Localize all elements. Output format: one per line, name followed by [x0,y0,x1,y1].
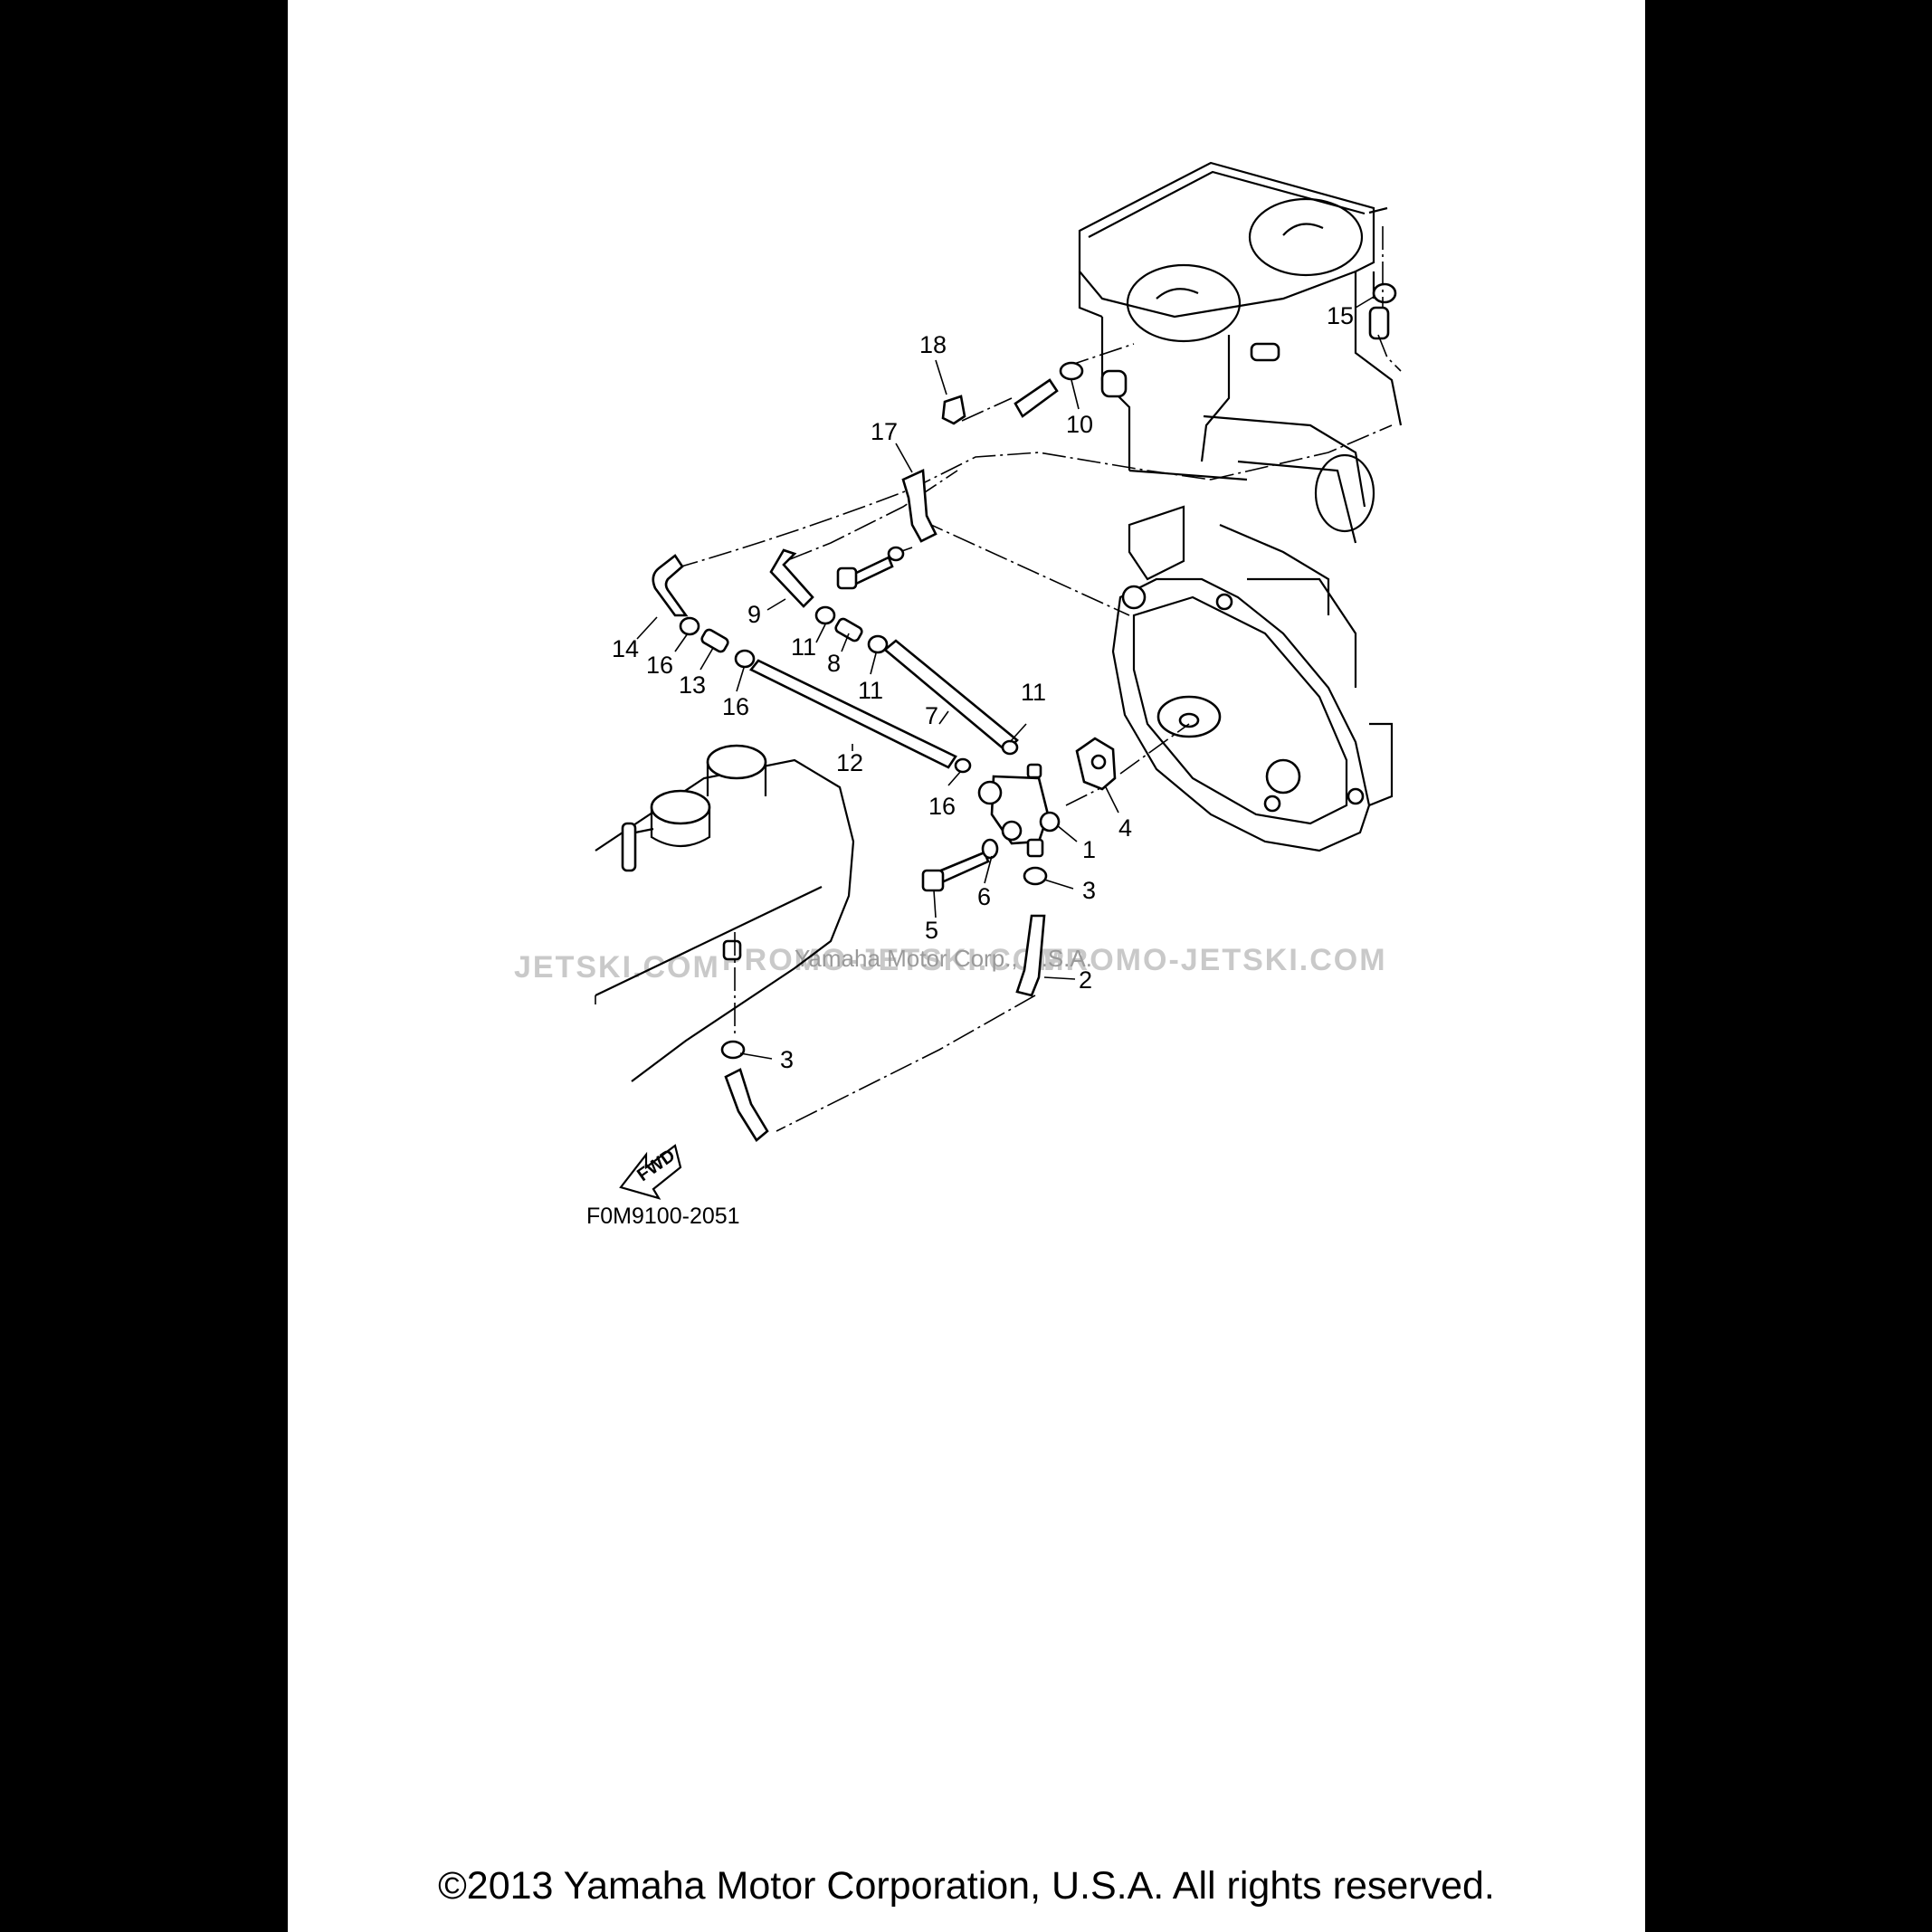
callout-6: 6 [977,883,991,910]
fwd-arrow-icon: FWD [619,1144,682,1200]
callout-9: 9 [747,601,761,628]
hoses [652,378,1059,1142]
callout-5: 5 [925,917,938,944]
callout-12: 12 [836,749,863,776]
callout-7: 7 [925,702,938,729]
callout-11-right: 11 [1021,679,1046,706]
callout-1: 1 [1082,836,1096,863]
engine-block [1078,161,1403,615]
callout-15: 15 [1327,302,1354,329]
watermark-promo-2: PROMO-JETSKI.COM [1043,943,1387,977]
watermark-jetski: JETSKI.COM [514,950,720,985]
callout-14: 14 [612,635,639,662]
callout-4: 4 [1118,814,1132,842]
callout-13: 13 [679,671,706,699]
callout-10: 10 [1066,411,1093,438]
callout-2: 2 [1079,966,1092,994]
watermark-promo-1: PROMO-JETSKI.COM [722,943,1066,977]
parts-diagram: JETSKI.COM PROMO-JETSKI.COM PROMO-JETSKI… [514,161,1403,1229]
small-parts [679,361,1117,1060]
fwd-label: FWD [633,1146,679,1185]
callout-16-left: 16 [646,652,673,679]
callout-16-mid: 16 [722,693,749,720]
leader-lines [636,296,1375,1060]
callouts: 1 2 3 3 4 5 6 7 8 9 10 11 11 11 12 13 14… [612,302,1354,1073]
copyright-footer: ©2013 Yamaha Motor Corporation, U.S.A. A… [438,1864,1495,1908]
watermark-yamaha: Yamaha Motor Corp., U.S.A. [795,945,1092,972]
callout-3-upper: 3 [1082,877,1096,904]
callout-3-lower: 3 [780,1046,794,1073]
callout-8: 8 [827,650,841,677]
callout-11-left: 11 [791,633,816,661]
callout-18: 18 [919,331,947,358]
diagram-sheet: JETSKI.COM PROMO-JETSKI.COM PROMO-JETSKI… [288,0,1645,1932]
callout-17: 17 [871,418,898,445]
fuel-tank [595,744,855,1082]
diagram-code: F0M9100-2051 [586,1204,740,1229]
callout-11-mid: 11 [858,677,883,704]
callout-16-right: 16 [928,793,956,820]
crankcase-cover [1111,577,1394,852]
fuel-cock [977,763,1061,858]
